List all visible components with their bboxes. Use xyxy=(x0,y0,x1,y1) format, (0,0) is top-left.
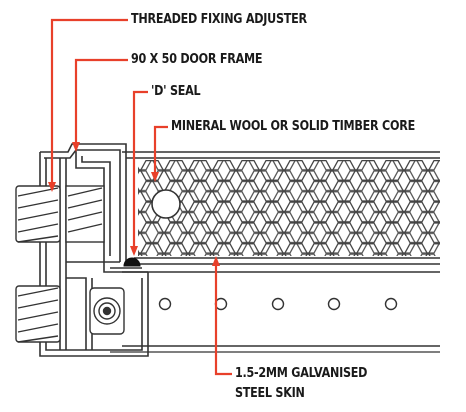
fixing-hole xyxy=(327,297,341,311)
adjuster-bolt-head xyxy=(89,287,125,335)
leader-threaded-fixing-adjuster xyxy=(50,18,128,186)
leader-steel-skin xyxy=(214,262,232,376)
label-steel-skin-line1: 1.5-2MM GALVANISED xyxy=(235,366,368,381)
label-threaded-fixing-adjuster: THREADED FIXING ADJUSTER xyxy=(131,12,307,27)
leader-d-seal xyxy=(132,90,148,250)
leader-core xyxy=(153,125,168,176)
label-door-frame: 90 X 50 DOOR FRAME xyxy=(131,52,263,67)
door-leaf xyxy=(122,151,440,265)
leader-arrowheads xyxy=(48,142,220,266)
fixing-hole xyxy=(384,297,398,311)
core-hole xyxy=(151,189,181,219)
threaded-fixing-adjuster xyxy=(15,185,105,343)
leader-lines xyxy=(50,18,232,376)
fixing-hole xyxy=(271,297,285,311)
fixing-hole xyxy=(214,297,228,311)
label-steel-skin-line2: STEEL SKIN xyxy=(235,386,305,401)
leader-door-frame xyxy=(74,58,128,146)
label-core: MINERAL WOOL OR SOLID TIMBER CORE xyxy=(171,119,415,134)
d-seal xyxy=(123,257,141,267)
lower-frame-rail xyxy=(110,271,440,353)
fixing-hole xyxy=(158,297,172,311)
label-d-seal: 'D' SEAL xyxy=(151,84,201,99)
